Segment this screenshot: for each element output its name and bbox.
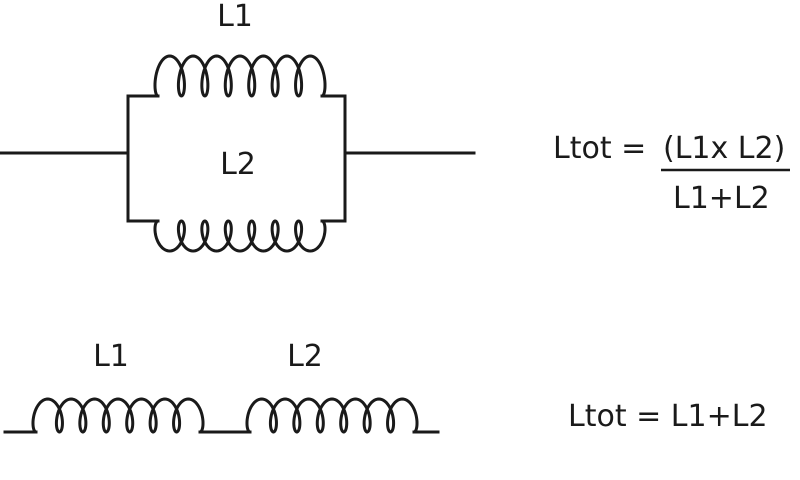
- series-l1-label: L1: [93, 339, 129, 374]
- series-l1-inductor-coil: [31, 397, 205, 434]
- parallel-formula-numerator: (L1x L2): [663, 131, 785, 166]
- series-l2-label: L2: [287, 339, 323, 374]
- series-l2-inductor-coil: [245, 397, 419, 434]
- series-formula: Ltot = L1+L2: [568, 399, 768, 434]
- parallel-l2-label: L2: [220, 147, 256, 182]
- parallel-formula-denominator: L1+L2: [673, 181, 770, 216]
- l1-inductor-coil: [153, 54, 327, 98]
- parallel-formula-lhs: Ltot =: [553, 131, 646, 166]
- series-circuit: L1 L2: [3, 339, 440, 434]
- parallel-circuit: L1 L2: [0, 0, 476, 253]
- parallel-l1-label: L1: [217, 0, 253, 34]
- l2-inductor-coil: [153, 219, 327, 253]
- parallel-formula: Ltot = (L1x L2) L1+L2: [553, 131, 790, 216]
